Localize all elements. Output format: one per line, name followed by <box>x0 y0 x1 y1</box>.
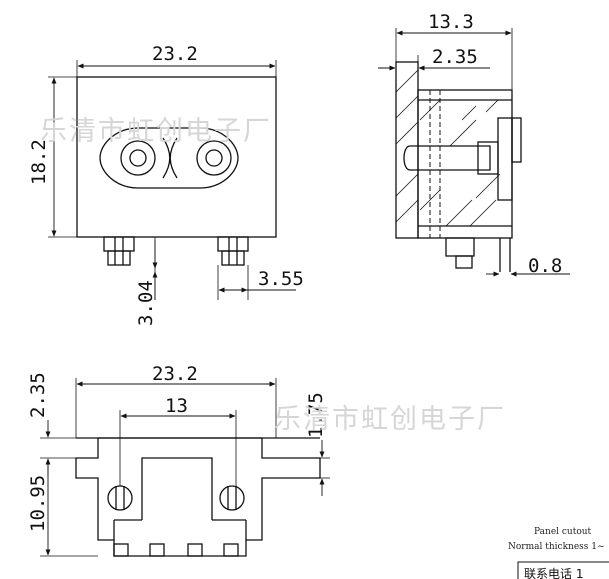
side-pin-contact <box>403 145 491 171</box>
side-view <box>395 28 522 272</box>
right-pin-hole-inner <box>205 149 223 167</box>
side-dimension-lines <box>378 30 570 277</box>
cutout-terminal-4 <box>223 543 239 557</box>
contact-box: 联系电话 1 <box>517 561 609 579</box>
left-pin-hole-outer <box>120 140 156 176</box>
cutout-terminal-2 <box>149 543 165 557</box>
cutout-center-slot <box>141 457 213 520</box>
cutout-width-label: 23.2 <box>152 363 198 385</box>
cutout-height-label: 10.95 <box>27 475 49 532</box>
contact-phone-text: 联系电话 1 <box>524 567 583 579</box>
panel-cutout-view <box>40 378 330 557</box>
side-hatch <box>395 69 501 227</box>
right-pin-hole-outer <box>196 140 232 176</box>
front-right-terminal <box>217 236 249 266</box>
front-body-outline <box>76 76 277 238</box>
front-width-label: 23.2 <box>152 43 198 65</box>
watermark-text-top: 乐清市虹创电子厂 <box>40 116 272 147</box>
pin-depth-label: 3.04 <box>135 280 157 326</box>
cutout-right-pin <box>219 485 245 511</box>
front-view <box>48 60 277 300</box>
side-depth-label: 13.3 <box>428 11 474 33</box>
cutout-terminal-1 <box>113 543 129 557</box>
cutout-left-vertical-label: 2.35 <box>27 372 49 418</box>
socket-opening <box>99 127 239 189</box>
cutout-inner-label: 13 <box>165 395 188 417</box>
panel-cutout-note: Panel cutout <box>534 527 592 537</box>
cutout-dimension-lines <box>45 381 325 556</box>
cutout-terminal-3 <box>187 543 203 557</box>
watermark-text-bottom: 乐清市虹创电子厂 <box>274 404 506 435</box>
front-left-terminal <box>103 236 135 266</box>
side-terminal <box>445 237 475 257</box>
cutout-right-vertical-label: 1.75 <box>305 392 327 438</box>
normal-thickness-note: Normal thickness 1~ <box>508 542 605 552</box>
cutout-outline <box>75 437 321 557</box>
left-pin-hole-inner <box>129 149 147 167</box>
socket-waist-right <box>169 137 178 179</box>
pin-offset-label: 3.55 <box>258 268 304 290</box>
cutout-left-pin <box>107 485 133 511</box>
front-height-label: 18.2 <box>28 139 50 185</box>
side-flange-label: 2.35 <box>432 46 478 68</box>
side-pin-label: 0.8 <box>528 255 562 277</box>
front-dimension-lines <box>51 63 296 300</box>
